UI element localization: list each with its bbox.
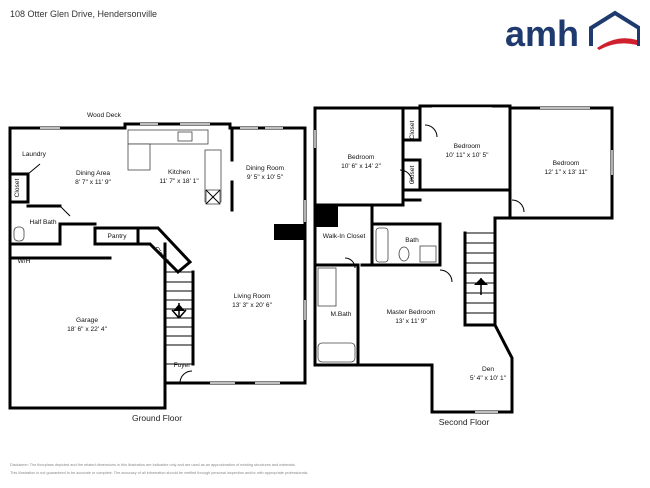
bedroom3-dims: 12' 1" x 13' 11" xyxy=(544,169,588,176)
dining-room-dims: 9' 5" x 10' 5" xyxy=(247,174,284,181)
pantry-label: Pantry xyxy=(107,233,127,240)
bedroom2-dims: 10' 11" x 10' 5" xyxy=(445,152,489,159)
property-address: 108 Otter Glen Drive, Hendersonville xyxy=(10,9,158,19)
garage-name: Garage xyxy=(76,317,98,324)
laundry-label: Laundry xyxy=(22,151,47,158)
master-bedroom-name: Master Bedroom xyxy=(387,309,436,316)
living-room-dims: 13' 3" x 20' 6" xyxy=(232,302,272,309)
logo-swoosh-icon xyxy=(597,38,637,50)
garage-dims: 18' 6" x 22' 4" xyxy=(67,326,107,333)
bedroom3-name: Bedroom xyxy=(553,160,580,167)
logo-house-icon xyxy=(589,10,640,46)
den-name: Den xyxy=(482,366,494,373)
bedroom2-name: Bedroom xyxy=(454,143,481,150)
dining-room-name: Dining Room xyxy=(246,165,285,172)
mbath-label: M.Bath xyxy=(331,311,352,318)
foyer-label: Foyer xyxy=(174,362,192,369)
dining-area-dims: 8' 7" x 11' 9" xyxy=(75,179,111,186)
second-floor-plan xyxy=(313,104,614,414)
half-bath-label: Half Bath xyxy=(29,219,56,226)
kitchen-name: Kitchen xyxy=(168,169,190,176)
logo-text: amh xyxy=(505,13,579,52)
living-room-name: Living Room xyxy=(234,293,271,300)
den-dims: 5' 4" x 10' 1" xyxy=(470,375,507,382)
bedroom1-name: Bedroom xyxy=(348,154,375,161)
ground-floor-plan xyxy=(8,122,307,410)
closet-a-label: Closet xyxy=(409,120,416,139)
closet-b-label: Closet xyxy=(409,165,416,184)
amh-logo: amh xyxy=(505,10,640,52)
disclaimer-line2: This illustration is not guaranteed to b… xyxy=(10,471,309,475)
kitchen-dims: 11' 7" x 18' 1" xyxy=(159,178,199,185)
wood-deck-label: Wood Deck xyxy=(87,112,122,119)
ground-floor-caption: Ground Floor xyxy=(132,413,182,423)
bath-label: Bath xyxy=(405,237,419,244)
second-floor-caption: Second Floor xyxy=(439,417,490,427)
walkin-closet-label: Walk-In Closet xyxy=(323,233,366,240)
wh-label: W/H xyxy=(18,258,31,265)
disclaimer-line1: Disclaimer: The floorplans depicted and … xyxy=(10,463,296,467)
closet-left-label: Closet xyxy=(14,178,21,197)
bedroom1-dims: 10' 6" x 14' 2" xyxy=(341,163,381,170)
closet-stair-label: Closet xyxy=(152,246,169,265)
second-outer-wall xyxy=(313,104,614,414)
master-bedroom-dims: 13' x 11' 9" xyxy=(395,318,427,325)
ground-outer-wall xyxy=(8,122,307,410)
dining-area-name: Dining Area xyxy=(76,170,110,177)
